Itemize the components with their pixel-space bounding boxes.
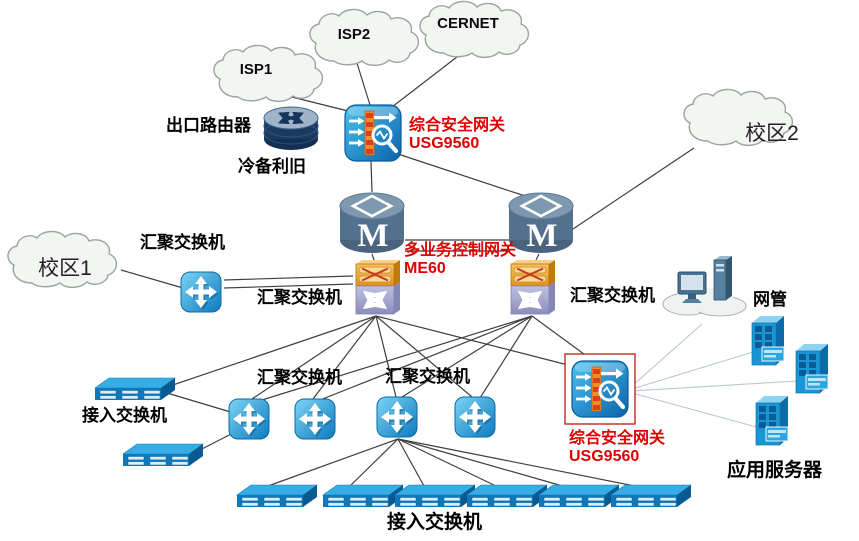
usg9560-bottom-icon	[572, 361, 628, 417]
me60-right-icon	[511, 260, 555, 314]
link-sw3-bottom3	[397, 438, 425, 487]
label-usg9560-top: 综合安全网关 USG9560	[409, 117, 505, 153]
access-switch-bottom-3-icon	[394, 484, 476, 508]
link-usg2-server1	[631, 351, 754, 390]
link-me60r-sw1	[261, 315, 533, 401]
link-me60l-sw1	[251, 315, 377, 400]
cloud-label-campus1: 校区1	[38, 257, 92, 280]
label-agg-switch-row-right: 汇聚交换机	[385, 367, 470, 386]
label-cold-standby: 冷备利旧	[238, 157, 306, 176]
label-exit-router: 出口路由器	[166, 116, 251, 135]
access-switch-bottom-6-icon	[610, 484, 692, 508]
label-line: USG9560	[569, 447, 640, 465]
access-switch-bottom-5-icon	[538, 484, 620, 508]
agg-switch-campus1-icon	[180, 271, 222, 313]
usg9560-top-icon	[345, 105, 401, 161]
agg-switch-2-icon	[294, 398, 336, 440]
label-usg9560-bottom: 综合安全网关 USG9560	[569, 430, 665, 466]
link-me60l-sw4	[375, 315, 473, 398]
link-sw3-bottom2	[349, 438, 399, 487]
link-sw3-bottom4	[397, 438, 499, 488]
link-aggswitch-me60-left-1	[223, 275, 354, 281]
core-router-left-m: M	[357, 218, 389, 254]
access-switch-bottom-4-icon	[466, 484, 548, 508]
link-me60r-sw4	[479, 315, 533, 399]
link-usg2-server2	[631, 380, 798, 392]
link-sw3-bottom1	[267, 438, 399, 487]
access-switch-bottom-2-icon	[322, 484, 404, 508]
label-nms: 网管	[753, 290, 787, 309]
link-me60r-sw3	[401, 315, 533, 398]
label-line: 多业务控制网关	[404, 242, 517, 259]
access-switch-bottom-1-icon	[236, 484, 318, 508]
link-usg1-core-left	[370, 160, 373, 193]
link-cernet-usg1	[391, 49, 467, 108]
link-me60l-sw3	[375, 315, 397, 398]
link-sw3-bottom6	[397, 438, 641, 488]
link-usg2-server3	[631, 392, 761, 429]
agg-switch-3-icon	[376, 396, 418, 438]
label-access-switch-left: 接入交换机	[82, 406, 167, 425]
cloud-label-cernet: CERNET	[437, 15, 499, 32]
link-me60l-sw2	[312, 315, 377, 400]
link-me60r-sw2	[319, 315, 533, 401]
access-switch-left-1-icon	[94, 377, 176, 401]
access-switch-left-2-icon	[122, 443, 204, 467]
cloud-label-campus2: 校区2	[745, 122, 799, 145]
label-line: USG9560	[409, 134, 480, 152]
cloud-label-isp2: ISP2	[337, 26, 371, 43]
label-agg-switch-campus1: 汇聚交换机	[140, 233, 225, 252]
app-server-1-icon	[751, 315, 785, 366]
label-line: 综合安全网关	[409, 117, 506, 134]
agg-switch-1-icon	[228, 398, 270, 440]
label-me60: 多业务控制网关 ME60	[404, 242, 516, 278]
app-server-2-icon	[795, 343, 829, 394]
label-agg-switch-me60-right: 汇聚交换机	[570, 286, 655, 305]
link-core-right-campus2	[572, 147, 695, 230]
link-layer-light	[631, 323, 798, 429]
link-layer	[120, 49, 695, 488]
link-sw3-bottom5	[397, 438, 567, 488]
label-agg-switch-me60-left: 汇聚交换机	[257, 288, 342, 307]
link-usg2-nms	[631, 323, 703, 387]
link-me60r-usg2	[531, 315, 589, 358]
link-aggswitch-me60-left-2	[223, 283, 354, 289]
label-agg-switch-row-left: 汇聚交换机	[257, 368, 342, 387]
agg-switch-4-icon	[454, 396, 496, 438]
label-app-server: 应用服务器	[727, 460, 823, 481]
label-access-switch-bottom: 接入交换机	[387, 512, 483, 533]
core-router-right-m: M	[526, 218, 558, 254]
cloud-label-isp1: ISP1	[239, 61, 273, 78]
exit-router-icon	[264, 107, 318, 150]
label-line: 综合安全网关	[569, 430, 666, 447]
link-access1-sw1	[166, 392, 235, 414]
nms-computer-icon	[662, 255, 747, 317]
link-me60l-usg2	[375, 315, 573, 367]
link-core-right-me60-right	[535, 253, 540, 261]
me60-left-icon	[356, 260, 400, 314]
link-campus1-aggswitch	[120, 269, 184, 289]
link-usg1-core-right	[397, 153, 529, 198]
link-me60l-access1	[166, 315, 377, 388]
app-server-3-icon	[755, 395, 789, 446]
link-isp2-usg1	[355, 59, 371, 106]
label-line: ME60	[404, 259, 446, 277]
link-core-left-me60-left	[371, 253, 375, 261]
